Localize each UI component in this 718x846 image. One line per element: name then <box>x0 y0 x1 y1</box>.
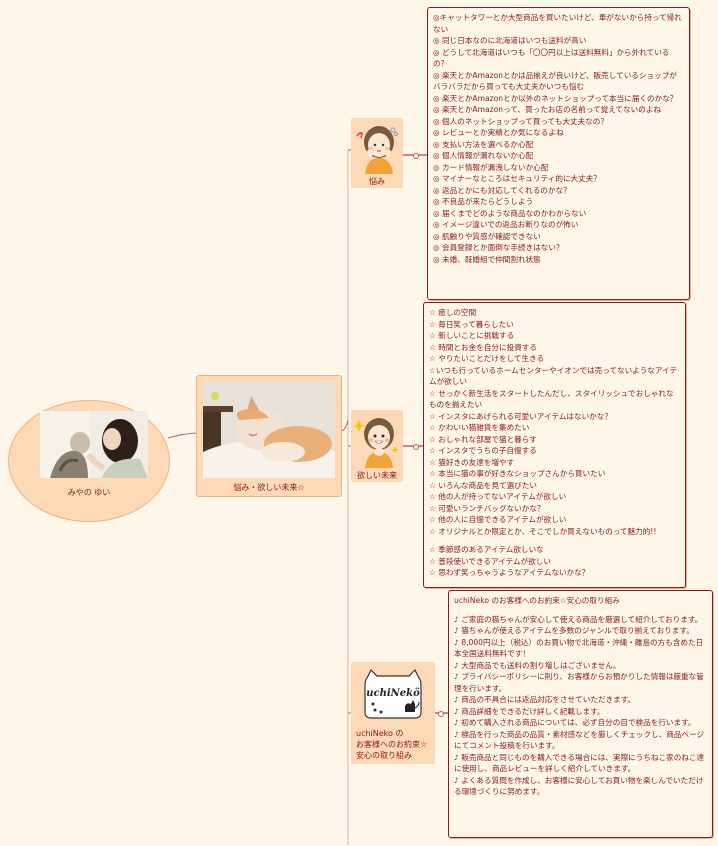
list-item: ☆ 可愛いランチバッグないかな？ <box>429 503 545 513</box>
list-item: ☆ かわいい猫雑貨を集めたい <box>429 423 530 432</box>
list-item: ♪ 初めて購入される商品については、必ず自分の目で検品を行います。 <box>454 718 696 727</box>
list-item: ♪ よくある質問を作成し、お客様に安心してお買い物を楽しんでいただける環境づくり… <box>454 775 704 797</box>
list-item: ◎ 個人情報が漏れないか心配 <box>433 151 534 160</box>
list-item: ☆ インスタでうちの子自慢する <box>429 446 537 455</box>
label-line: uchiNeko の <box>356 729 404 738</box>
list-item: ◎キャットタワーとか大型商品を買いたいけど、車がないから持って帰れない <box>433 13 682 34</box>
root-label: みやの ゆい <box>67 488 111 497</box>
branch-label-uchineko: uchiNeko の お客様へのお約束☆ 安心の取り組み <box>356 728 435 761</box>
list-item: ☆ せっかく新生活をスタートしたんだし、スタイリッシュでおしゃれなものを揃えたい <box>429 388 674 410</box>
sleeping-kitten-photo <box>203 382 335 478</box>
happy-woman-icon <box>353 418 399 468</box>
list-item: ☆ 季節感のあるアイテム欲しいな <box>429 545 544 554</box>
list-item: ♪ プライバシーポリシーに則り、お客様からお預かりした情報は厳重な管理を行います… <box>454 672 704 693</box>
list-item: ☆ 新しいことに挑戦する <box>429 331 515 340</box>
worries-list-box[interactable]: ◎キャットタワーとか大型商品を買いたいけど、車がないから持って帰れない ◎ 同じ日… <box>427 7 690 300</box>
list-item: ♪ 猫ちゃんが使えるアイテムを多数のジャンルで取り揃えております。 <box>454 626 694 635</box>
list-item: ♪ 商品の不具合には返品対応をさせていただきます。 <box>454 695 636 704</box>
collapse-toggle-desired-future[interactable] <box>413 444 419 450</box>
center-node[interactable]: 悩み・欲しい未来☆ <box>196 375 342 497</box>
desired-future-list-box[interactable]: ☆ 癒しの空間 ☆ 毎日笑って暮らしたい ☆ 新しいことに挑戦する ☆ 時間とお金を自… <box>423 302 686 588</box>
list-item: ☆ 毎日笑って暮らしたい <box>429 319 514 329</box>
list-item: ☆ インスタにあげられる可愛いアイテムはないかな？ <box>429 411 612 421</box>
list-item: ☆ 癒しの空間 <box>429 308 477 317</box>
list-item <box>429 537 680 544</box>
center-label: 悩み・欲しい未来☆ <box>233 483 305 492</box>
list-item: ☆ 他の人が持ってないアイテムが欲しい <box>429 492 567 501</box>
label-line: お客様へのお約束☆ <box>356 740 428 749</box>
list-item: ◎ 会員登録とか面倒な手続きはない？ <box>433 243 564 252</box>
list-item: ♪ 商品詳細をできるだけ詳しく記載します。 <box>454 706 605 716</box>
root-node[interactable]: みやの ゆい <box>8 400 170 522</box>
svg-text:uchiNekö: uchiNekö <box>366 688 420 699</box>
list-item: uchiNeko のお客様へのお約束☆安心の取り組み <box>454 596 620 605</box>
list-item: ◎ 肌触りや質感が確認できない <box>433 231 541 241</box>
list-item: ◎ 未婚、既婚組で仲間割れ状態 <box>433 254 541 264</box>
list-item: ◎ 個人のネットショップって買っても大丈夫なの？ <box>433 116 608 126</box>
list-item: ◎ 楽天とかAmazonとかは品揃えが良いけど、販売しているショップがバラバラだ… <box>433 70 677 92</box>
list-item: ☆ やりたいことだけをして生きる <box>429 354 545 363</box>
list-item: ◎ 楽天とかAmazonって、買ったお店の名前って覚えてないのよね <box>433 105 662 114</box>
list-item: ☆ 猫好きの友達を増やす <box>429 457 515 467</box>
collapse-toggle-worries[interactable] <box>413 153 419 159</box>
list-item: ♪ 検品を行った商品の品質・素材感などを厳しくチェックし、商品ページにてコメント… <box>454 729 705 751</box>
list-item: ♪ 8,000円以上（税込）のお買い物で北海道・沖縄・離島の方も含めた日本全国送… <box>454 637 704 659</box>
list-item: ☆いつも行っているホームセンターやイオンでは売ってないようなアイテムが欲しい <box>429 365 678 387</box>
worried-woman-icon <box>356 126 398 174</box>
list-item: ☆ 本当に猫の事が好きなショップさんから買いたい <box>429 469 606 478</box>
collapse-toggle-uchineko[interactable] <box>438 711 444 717</box>
branch-label-desired-future: 欲しい未来 <box>357 471 397 480</box>
list-item: ☆ おしゃれな部屋で猫と暮らす <box>429 434 537 444</box>
list-item: ◎ イメージ違いでの返品お断りなのが怖い <box>433 220 579 229</box>
list-item: ◎ 楽天とかAmazonとか以外のネットショップって本当に届くのかな？ <box>433 93 678 103</box>
list-item: ◎ レビューとか実績とか気になるよね <box>433 128 564 137</box>
list-item: ◎ カード情報が漏洩しないか心配 <box>433 162 549 172</box>
list-item: ◎ 返品とかにも対応してくれるのかな？ <box>433 185 571 195</box>
branch-node-desired-future[interactable]: 欲しい未来 <box>351 410 403 482</box>
list-item: ◎ 届くまでどのような商品なのかわからない <box>433 208 587 218</box>
list-item: ♪ ご家庭の猫ちゃんが安心して使える商品を厳選して紹介しております。 <box>454 614 703 624</box>
label-line: 安心の取り組み <box>356 751 412 760</box>
branch-node-worries[interactable]: 悩み <box>351 118 403 188</box>
list-item: ◎ どうして北海道はいつも「〇〇円以上は送料無料」から外れているの？ <box>433 47 670 69</box>
uchineko-promise-list-box[interactable]: uchiNeko のお客様へのお約束☆安心の取り組み ♪ ご家庭の猫ちゃんが安心し… <box>448 590 713 838</box>
list-item: ☆ 時間とお金を自分に投資する <box>429 342 537 352</box>
list-item: ☆ オリジナルとか限定とか、そこでしか買えないものって魅力的!! <box>429 526 657 536</box>
woman-with-cat-photo <box>40 411 148 478</box>
list-item: ☆ 思わず笑っちゃうようなアイテムないかな？ <box>429 568 590 577</box>
list-item <box>454 607 707 614</box>
list-item: ☆ いろんな商品を見て選びたい <box>429 480 537 490</box>
list-item: ◎ 不良品が来たらどうしよう <box>433 197 534 206</box>
list-item: ☆ 普段使いできるアイテムが欲しい <box>429 556 551 566</box>
branch-node-uchineko-promise[interactable]: uchiNekö uchiNeko の お客様へのお約束☆ 安心の取り組み <box>351 662 435 764</box>
branch-label-worries: 悩み <box>369 177 385 186</box>
list-item: ☆ 他の人に自慢できるアイテムが欲しい <box>429 515 567 524</box>
uchineko-logo-icon: uchiNekö <box>364 668 422 719</box>
list-item: ◎ マイナーなところはセキュリティ的に大丈夫？ <box>433 174 601 183</box>
list-item: ◎ 同じ日本なのに北海道はいつも送料が高い <box>433 36 587 45</box>
list-item: ◎ 支払い方法を選べるか心配 <box>433 139 534 149</box>
list-item: ♪ 販売商品と同じものを購入できる場合には、実際にうちねこ家のねこ達に使用し、商… <box>454 752 705 774</box>
list-item: ♪ 大型商品でも送料の割り増しはございません。 <box>454 660 621 670</box>
